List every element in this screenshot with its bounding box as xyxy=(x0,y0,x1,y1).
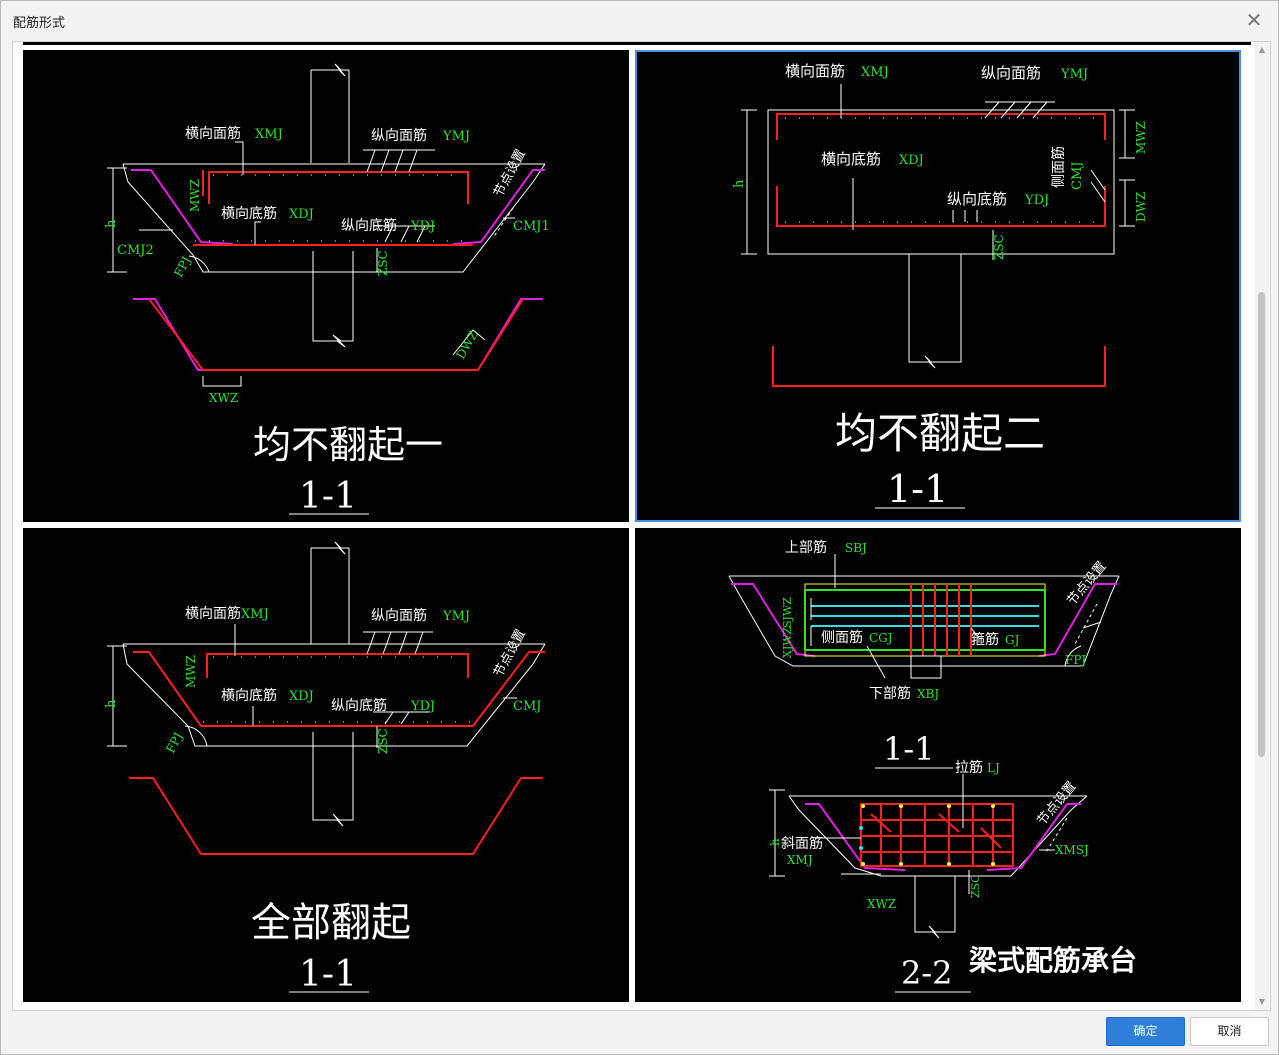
panel-1-title: 均不翻起一 xyxy=(253,423,443,467)
label-sbj-cn: 上部筋 xyxy=(785,539,827,556)
label-node: 节点设置 xyxy=(491,147,529,200)
drawing-4: 上部筋 SBJ 侧面筋 CGJ 箍筋 GJ 下部筋 XBJ 节点设置 FPJ S… xyxy=(728,539,1137,993)
label-h: h xyxy=(104,219,119,228)
label-ymj: YMJ xyxy=(1060,67,1088,82)
label-zsc: ZSC xyxy=(376,250,390,276)
gallery-top-edge xyxy=(23,42,1251,45)
drawing-2: 横向面筋 XMJ 纵向面筋 YMJ 横向底筋 XDJ 纵向底筋 YDJ 侧面筋 … xyxy=(732,62,1148,511)
label-dwz: DWZ xyxy=(453,328,480,361)
label-gj: GJ xyxy=(1005,633,1020,647)
label-xmj: XMJ xyxy=(861,65,889,80)
label-xdj: XDJ xyxy=(289,689,314,704)
label-gj-cn: 箍筋 xyxy=(971,631,999,648)
label-ymj-cn: 纵向面筋 xyxy=(371,127,427,144)
close-icon[interactable]: ✕ xyxy=(1245,8,1263,32)
label-ydj: YDJ xyxy=(1024,193,1049,208)
option-gallery: 横向面筋 XMJ 纵向面筋 YMJ 横向底筋 XDJ 纵向底筋 YDJ 节点设置… xyxy=(12,41,1271,1011)
panel-3-title: 全部翻起 xyxy=(251,900,411,946)
label-xjwz: XJWZ xyxy=(781,626,794,658)
label-zsc: ZSC xyxy=(969,874,982,898)
label-h: h xyxy=(768,838,782,846)
label-ydj-cn: 纵向底筋 xyxy=(331,697,387,714)
label-xdj-cn: 横向底筋 xyxy=(221,205,277,222)
label-cgj-cn: 侧面筋 xyxy=(821,629,863,646)
label-node: 节点设置 xyxy=(491,627,529,680)
option-panel-4[interactable]: 上部筋 SBJ 侧面筋 CGJ 箍筋 GJ 下部筋 XBJ 节点设置 FPJ S… xyxy=(635,528,1241,1002)
label-mwz: MWZ xyxy=(184,655,198,688)
panel-4-section-2: 2-2 xyxy=(901,954,953,992)
label-ymj: YMJ xyxy=(442,609,470,624)
ok-button[interactable]: 确定 xyxy=(1106,1017,1185,1046)
label-ydj-cn: 纵向底筋 xyxy=(947,190,1007,208)
label-fpj: FPJ xyxy=(1065,653,1086,667)
label-ymj: YMJ xyxy=(442,129,470,144)
label-xwz: XWZ xyxy=(867,897,896,911)
window-title: 配筋形式 xyxy=(13,16,66,31)
label-h: h xyxy=(104,699,119,708)
label-xmj: XMJ xyxy=(787,853,813,867)
label-ymj-cn: 纵向面筋 xyxy=(981,64,1041,82)
panel-4-section-1: 1-1 xyxy=(883,730,935,768)
label-cmj: CMJ xyxy=(1070,162,1085,190)
drawing-1: 横向面筋 XMJ 纵向面筋 YMJ 横向底筋 XDJ 纵向底筋 YDJ 节点设置… xyxy=(104,63,550,517)
title-bar: 配筋形式 ✕ xyxy=(1,1,1278,39)
panel-2-section: 1-1 xyxy=(887,467,948,511)
label-xmj: XMJ xyxy=(241,607,269,622)
panel-4-title: 梁式配筋承台 xyxy=(968,944,1137,977)
label-mwz: MWZ xyxy=(188,179,202,212)
panel-1-section: 1-1 xyxy=(299,476,357,517)
label-xdj-cn: 横向底筋 xyxy=(821,150,881,168)
option-panel-3[interactable]: 横向面筋 XMJ 纵向面筋 YMJ 横向底筋 XDJ 纵向底筋 YDJ 节点设置… xyxy=(23,528,629,1002)
label-xmj-cn: 横向面筋 xyxy=(785,62,845,80)
label-xmj: XMJ xyxy=(255,127,283,142)
label-mwz: MWZ xyxy=(1134,121,1148,154)
label-xbj-cn: 下部筋 xyxy=(869,685,911,702)
label-fpj: FPJ xyxy=(163,730,185,755)
label-ydj-cn: 纵向底筋 xyxy=(341,217,397,234)
vertical-scrollbar[interactable]: ▲ ▼ xyxy=(1255,42,1269,1010)
label-xbj: XBJ xyxy=(917,687,939,701)
label-xwz: XWZ xyxy=(209,391,238,405)
label-sjwz: SJWZ xyxy=(781,597,794,628)
label-cmj-cn: 侧面筋 xyxy=(1050,146,1067,188)
label-h: h xyxy=(732,179,747,188)
option-panel-1[interactable]: 横向面筋 XMJ 纵向面筋 YMJ 横向底筋 XDJ 纵向底筋 YDJ 节点设置… xyxy=(23,50,629,522)
label-xmj-cn: 横向面筋 xyxy=(185,605,241,622)
option-panel-2[interactable]: 横向面筋 XMJ 纵向面筋 YMJ 横向底筋 XDJ 纵向底筋 YDJ 侧面筋 … xyxy=(635,50,1241,522)
label-fpj: FPJ xyxy=(171,254,193,279)
label-zsc: ZSC xyxy=(992,234,1006,260)
arrow-up-icon[interactable]: ▲ xyxy=(1258,45,1266,54)
label-ydj: YDJ xyxy=(410,219,435,234)
panel-2-title: 均不翻起二 xyxy=(835,409,1045,458)
label-xdj: XDJ xyxy=(899,153,924,168)
label-lj: LJ xyxy=(987,761,1000,775)
label-xdj-cn: 横向底筋 xyxy=(221,687,277,704)
label-cmj: CMJ xyxy=(513,699,541,714)
label-xmsj: XMSJ xyxy=(1055,843,1089,857)
label-cmj2: CMJ2 xyxy=(117,243,154,258)
label-ydj: YDJ xyxy=(410,699,435,714)
label-lj-cn: 拉筋 xyxy=(955,759,983,776)
cancel-button[interactable]: 取消 xyxy=(1190,1017,1269,1046)
label-xmj-cn: 横向面筋 xyxy=(185,125,241,142)
label-cgj: CGJ xyxy=(869,631,893,645)
label-zsc: ZSC xyxy=(376,728,390,754)
drawing-3: 横向面筋 XMJ 纵向面筋 YMJ 横向底筋 XDJ 纵向底筋 YDJ 节点设置… xyxy=(104,541,546,995)
panel-3-section: 1-1 xyxy=(299,954,357,995)
label-ymj-cn: 纵向面筋 xyxy=(371,607,427,624)
label-sbj: SBJ xyxy=(845,541,867,555)
arrow-down-icon[interactable]: ▼ xyxy=(1258,997,1266,1006)
label-xmj-cn: 斜面筋 xyxy=(781,835,823,852)
label-xdj: XDJ xyxy=(289,207,314,222)
scroll-thumb[interactable] xyxy=(1258,292,1265,757)
label-cmj1: CMJ1 xyxy=(513,219,550,234)
label-dwz: DWZ xyxy=(1134,192,1148,222)
